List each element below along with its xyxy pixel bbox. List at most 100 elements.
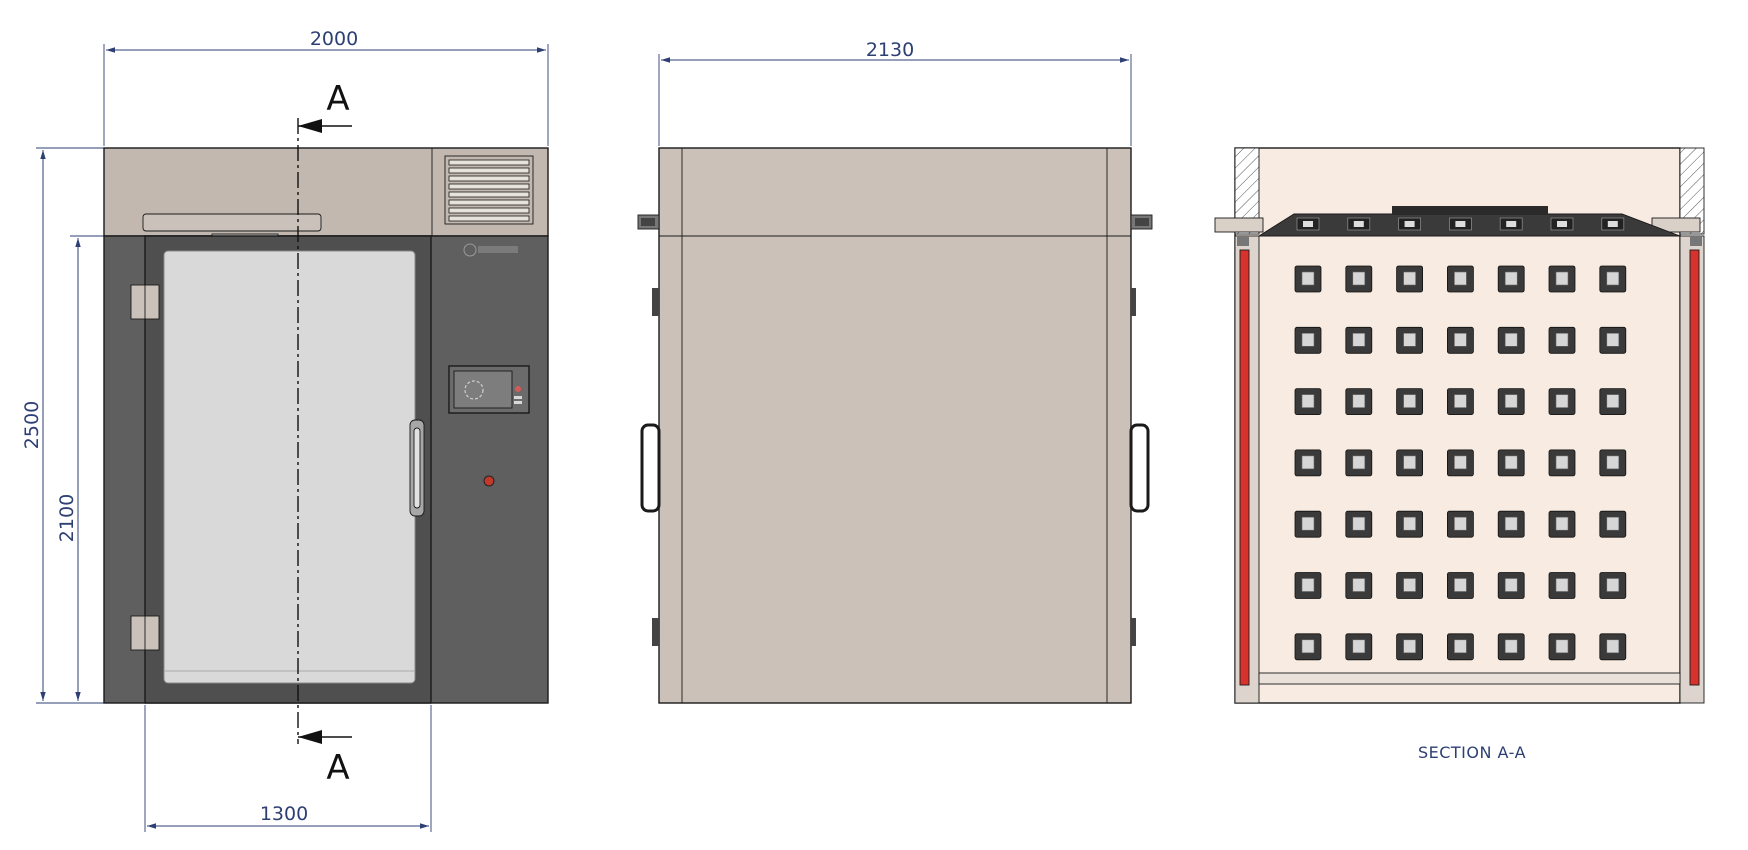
sample-holder-label [1454, 332, 1467, 347]
grille-slat [448, 167, 530, 174]
sample-holder-label [1352, 516, 1366, 531]
grille-slat [448, 215, 530, 222]
sample-holder-label [1301, 578, 1315, 592]
door-handle-grip [413, 427, 421, 509]
sample-holder-label [1403, 271, 1416, 286]
control-button [514, 401, 522, 404]
sample-holder-label [1606, 271, 1620, 286]
sample-holder-label [1352, 271, 1366, 286]
dimension-door-width: 1300 [260, 803, 308, 825]
mounting-bracket-right [1130, 214, 1153, 230]
fixture-lamp-lens [1353, 221, 1364, 227]
sample-holder-label [1504, 516, 1518, 531]
sample-holder-label [1352, 639, 1366, 654]
sample-holder-label [1555, 271, 1569, 286]
sample-holder-label [1301, 394, 1315, 408]
sample-holder-label [1454, 639, 1467, 654]
sample-holder-label [1454, 271, 1467, 286]
fixture-lamp-lens [1607, 221, 1618, 227]
side-handle-right [1129, 423, 1150, 513]
sample-holder-label [1504, 271, 1518, 286]
grille-slat [448, 191, 530, 198]
sample-holder-label [1301, 516, 1315, 531]
section-label-bottom: A [326, 748, 349, 788]
mounting-bracket-left [637, 214, 660, 230]
sample-holder-label [1403, 578, 1416, 592]
sample-holder-label [1504, 639, 1518, 654]
sample-holder-label [1606, 516, 1620, 531]
sample-holder-label [1403, 394, 1416, 408]
sample-holder-label [1454, 516, 1467, 531]
side-view: 2130 [637, 39, 1153, 704]
sample-holder-label [1606, 332, 1620, 347]
hinge-bottom [130, 615, 160, 651]
front-view: 2000 2500 2100 [21, 28, 549, 832]
sample-holder-label [1403, 516, 1416, 531]
wall-flange-left [1214, 217, 1264, 233]
grille-slat [448, 207, 530, 214]
brand-logo-mark [478, 246, 518, 253]
sample-holder-label [1555, 394, 1569, 408]
sample-holder-label [1352, 455, 1366, 470]
sample-holder-label [1504, 578, 1518, 592]
door-glass [163, 250, 416, 684]
hinge-tab [652, 618, 659, 646]
sample-holder-label [1301, 455, 1315, 470]
sample-holder-label [1403, 332, 1416, 347]
dimension-front-width: 2000 [310, 28, 358, 50]
sample-holder-label [1555, 516, 1569, 531]
heater-strip-left [1239, 249, 1250, 686]
sample-holder-label [1301, 639, 1315, 654]
emergency-button-icon [483, 475, 495, 487]
sample-holder-label [1606, 639, 1620, 654]
ventilation-grille [444, 155, 534, 225]
section-label-top: A [326, 79, 349, 119]
frame-cap [1237, 236, 1249, 246]
sample-holder-label [1403, 639, 1416, 654]
brand-logo-icon [463, 243, 477, 257]
hinge-tab [1131, 618, 1136, 646]
sample-holder-label [1352, 332, 1366, 347]
sample-holder-label [1454, 394, 1467, 408]
section-caption: SECTION A-A [1418, 743, 1526, 762]
hinge-tab [652, 288, 659, 316]
heater-strip-right [1689, 249, 1700, 686]
sample-holder-label [1403, 455, 1416, 470]
dimension-front-height: 2500 [21, 401, 43, 449]
grille-slat [448, 159, 530, 166]
section-view [1214, 147, 1705, 704]
fixture-lamp-lens [1455, 221, 1466, 227]
sample-holder-label [1555, 332, 1569, 347]
fixture-lamp-lens [1557, 221, 1567, 227]
sample-holder-label [1301, 332, 1315, 347]
hinge-tab [1131, 288, 1136, 316]
grille-slat [448, 199, 530, 206]
sample-holder-label [1454, 578, 1467, 592]
grille-slat [448, 183, 530, 190]
sample-holder-label [1504, 332, 1518, 347]
sample-holder-label [1555, 578, 1569, 592]
section-arrow-bottom [298, 730, 352, 744]
fixture-lamp-lens [1506, 221, 1517, 227]
fixture-vent [1392, 206, 1548, 214]
sample-holder-label [1555, 639, 1569, 654]
control-button [514, 396, 522, 399]
side-panel [658, 147, 1132, 704]
sample-holder-label [1454, 455, 1467, 470]
sample-holder-label [1504, 455, 1518, 470]
grille-slat [448, 175, 530, 182]
frame-cap [1690, 236, 1702, 246]
hinge-top [130, 284, 160, 320]
sample-holder-label [1555, 455, 1569, 470]
indicator-light [515, 386, 521, 392]
floor-rail [1258, 672, 1681, 685]
section-arrow-top [298, 119, 352, 133]
dial-icon [464, 380, 484, 400]
sample-holder-label [1352, 394, 1366, 408]
sample-holder-label [1504, 394, 1518, 408]
sample-holder-label [1606, 394, 1620, 408]
sample-holder-label [1352, 578, 1366, 592]
dimension-door-height: 2100 [56, 494, 78, 542]
sample-holder-label [1606, 578, 1620, 592]
